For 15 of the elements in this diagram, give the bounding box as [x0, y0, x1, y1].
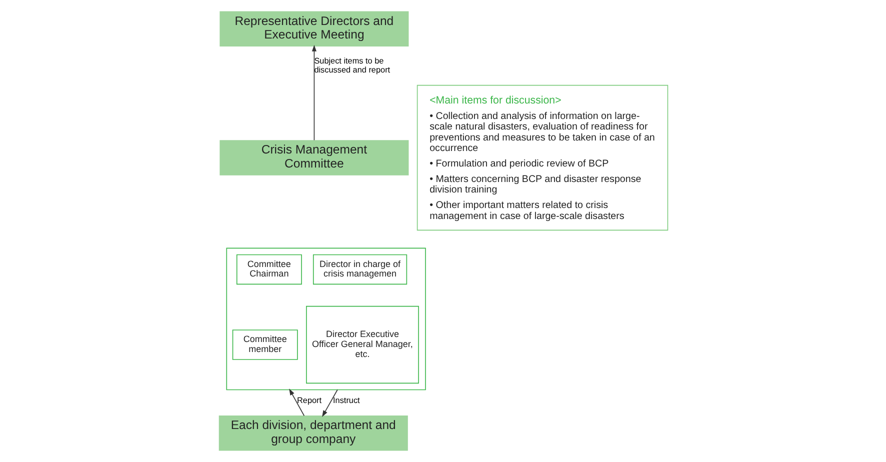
arrow [322, 389, 338, 418]
edge-label: Report [296, 396, 322, 405]
node-box: <Main items for discussion> • Collection and analysis of information on large-scale natural disasters, evaluation of readiness for preventions and measures to be taken in case of an occurrence • Formulation and periodic review of BCP • Matters concerning BCP and disaster response division training • Other important matters related to crisis management in case of large-scale disasters [416, 84, 668, 231]
cluster [226, 248, 426, 390]
node-box: Committee Chairman [236, 254, 302, 285]
node-box: Representative Directors and Executive Meeting [219, 11, 408, 46]
node-box: Crisis Management Committee [219, 140, 408, 176]
edge-label: Subject items to be discussed and report [314, 56, 390, 74]
arrow [311, 44, 316, 141]
node-box: Committee member [232, 330, 298, 360]
edge-label: Instruct [332, 396, 360, 405]
arrow [288, 388, 304, 416]
node-box: Each division, department and group company [218, 416, 408, 451]
node-box: Director in charge of crisis managemen [312, 254, 407, 285]
node-box: Director Executive Officer General Manager, etc. [306, 306, 418, 384]
